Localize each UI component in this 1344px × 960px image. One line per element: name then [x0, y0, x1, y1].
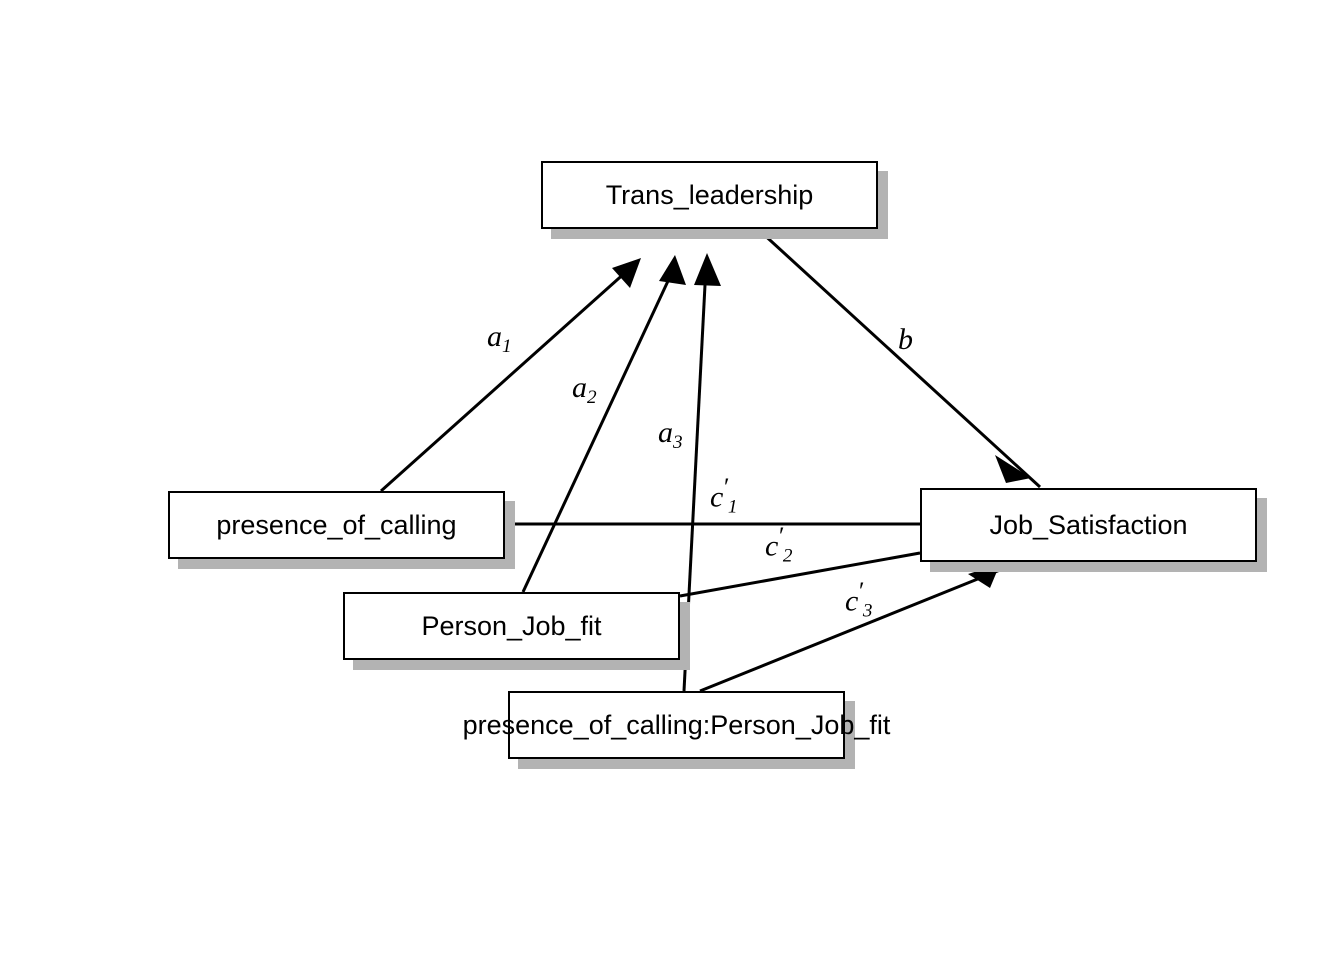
edge-label-a3: a3 [658, 418, 683, 452]
edge-label-c1-prime-mark: ′ [722, 472, 728, 501]
node-label-person-job-fit: Person_Job_fit [421, 610, 602, 641]
edge-c2-prime [679, 551, 921, 598]
edge-b [758, 229, 1042, 489]
node-interaction[interactable]: presence_of_calling:Person_Job_fit [463, 691, 890, 759]
edge-label-c3-base: c [845, 584, 859, 618]
edge-label-a1: a1 [487, 322, 512, 356]
edge-label-a2: a2 [572, 373, 597, 407]
node-label-interaction: presence_of_calling:Person_Job_fit [462, 709, 891, 740]
edge-label-a1-subscript: 1 [502, 335, 512, 357]
edge-a1 [380, 258, 641, 493]
edge-a2 [521, 255, 686, 593]
node-label-presence-of-calling: presence_of_calling [216, 509, 457, 540]
edge-label-c2-subscript: 2 [782, 545, 793, 567]
node-person-job-fit[interactable]: Person_Job_fit [343, 592, 680, 660]
edge-label-c2-prime: c′2 [765, 523, 792, 566]
edge-label-a2-base: a [572, 371, 587, 404]
node-presence-of-calling[interactable]: presence_of_calling [168, 491, 505, 559]
edge-label-b: b [898, 325, 913, 355]
edge-label-c3-subscript: 3 [862, 600, 873, 622]
node-label-trans-leadership: Trans_leadership [605, 179, 814, 210]
node-trans-leadership[interactable]: Trans_leadership [541, 161, 878, 229]
edge-label-c2-prime-mark: ′ [777, 521, 783, 550]
edge-label-c1-prime: c′1 [710, 474, 737, 517]
edge-label-c2-base: c [765, 529, 779, 563]
edge-label-c1-base: c [710, 480, 724, 514]
edge-label-a3-base: a [658, 416, 673, 449]
node-label-job-satisfaction: Job_Satisfaction [989, 509, 1188, 540]
node-job-satisfaction[interactable]: Job_Satisfaction [920, 488, 1257, 562]
edge-label-c3-prime: c′3 [845, 578, 872, 621]
edge-label-a3-subscript: 3 [673, 431, 683, 453]
edge-label-a2-subscript: 2 [587, 386, 597, 408]
edge-label-c1-subscript: 1 [727, 496, 738, 518]
edge-label-a1-base: a [487, 320, 502, 353]
edge-label-c3-prime-mark: ′ [857, 576, 863, 605]
edge-label-b-base: b [898, 323, 913, 356]
